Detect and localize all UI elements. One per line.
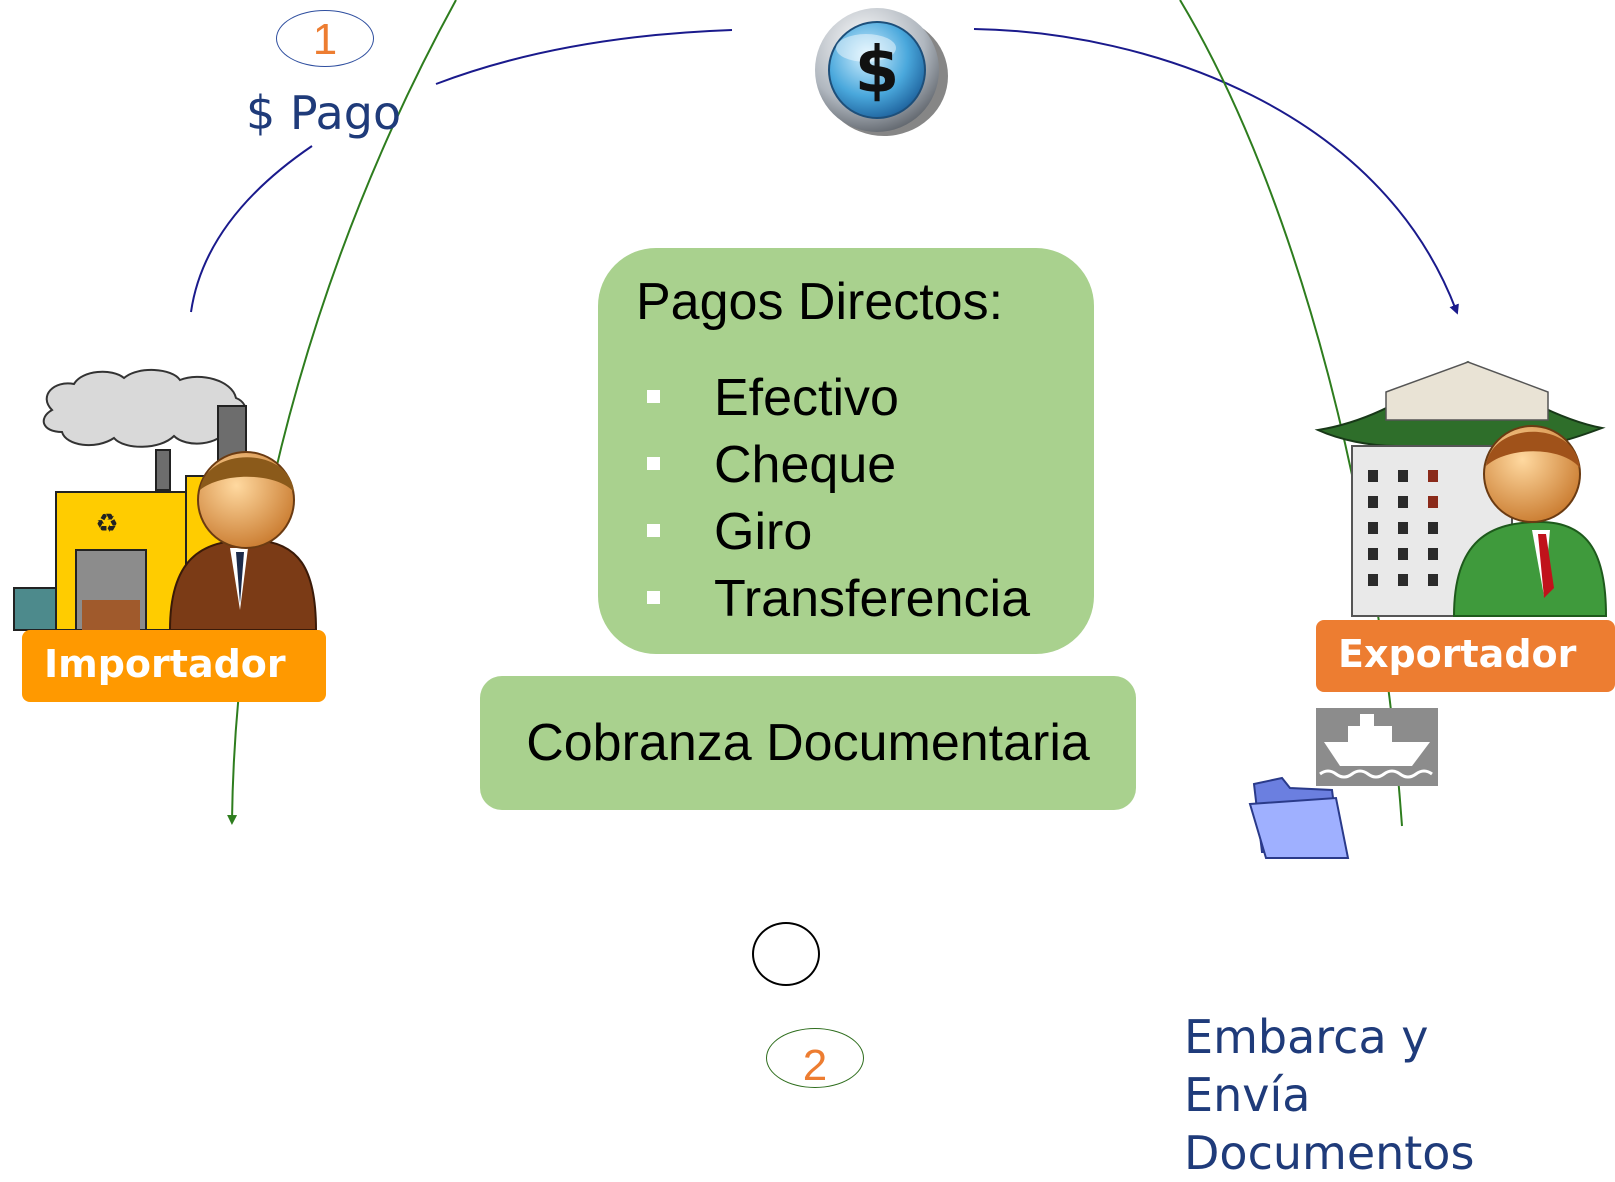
payment-flow-arrow-top: [435, 29, 733, 85]
ship-documents-label: Embarca y Envía Documentos: [1184, 1008, 1564, 1182]
step-2-badge: 2: [766, 1028, 864, 1090]
empty-step-circle: [752, 922, 820, 986]
cargo-ship-icon: [1316, 708, 1438, 786]
building-businessman-icon: [1314, 360, 1608, 617]
dollar-coin-icon: $: [815, 8, 948, 136]
payment-label: $ Pago: [246, 86, 402, 140]
payment-method-transfer: Transferencia: [714, 570, 1030, 628]
importer-label: Importador: [22, 630, 326, 702]
direct-payments-title: Pagos Directos:: [636, 273, 1004, 331]
payment-flow-arrow-right: [973, 28, 1459, 315]
direct-payments-box: Pagos Directos: Efectivo Cheque Giro Tra…: [598, 248, 1094, 654]
documentary-collection-box: Cobranza Documentaria: [480, 676, 1136, 810]
payment-method-cash: Efectivo: [714, 369, 899, 427]
payment-flow-arrow-left: [190, 145, 313, 313]
payment-method-check: Cheque: [714, 436, 897, 494]
step-1-badge: 1: [276, 10, 374, 67]
flow-diagram: $ ♻: [13, 0, 1608, 859]
bullet-icon: [647, 524, 660, 537]
factory-businessman-icon: ♻: [13, 368, 318, 631]
folder-icon: [1248, 776, 1350, 859]
documents-flow-arrow: [1179, 0, 1403, 827]
bullet-icon: [647, 390, 660, 403]
bullet-icon: [647, 591, 660, 604]
exporter-label: Exportador: [1316, 620, 1615, 692]
bullet-icon: [647, 457, 660, 470]
svg-text:♻: ♻: [95, 509, 118, 539]
payment-method-draft: Giro: [714, 503, 813, 561]
ship-documents-label-text: Embarca y Envía Documentos: [1184, 1010, 1475, 1180]
svg-text:$: $: [855, 34, 900, 108]
